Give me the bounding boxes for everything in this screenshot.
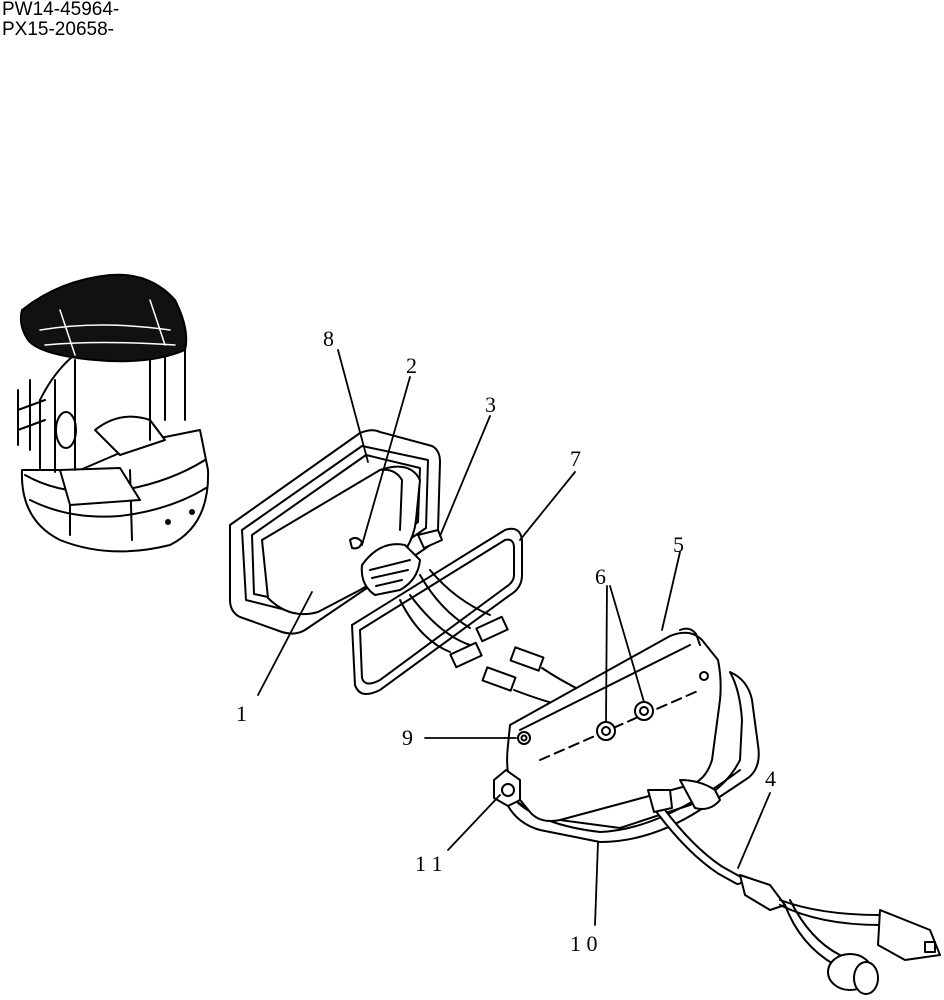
- callout-labels: 8 2 3 7 5 6 4 9 1 1 1 1 0: [236, 326, 776, 956]
- callout-6: 6: [595, 564, 606, 589]
- leader-lines: [257, 349, 771, 926]
- callout-5: 5: [673, 532, 684, 557]
- callout-10: 1 0: [570, 931, 598, 956]
- callout-8: 8: [323, 326, 334, 351]
- wire-harness-part-4: [647, 779, 941, 995]
- callout-4: 4: [765, 766, 776, 791]
- plug-part-9: [517, 731, 531, 745]
- callout-3: 3: [485, 392, 496, 417]
- wire-connectors: [399, 569, 581, 706]
- callout-2: 2: [406, 353, 417, 378]
- gasket-part-7: [351, 527, 523, 695]
- callout-9: 9: [402, 725, 413, 750]
- serial-line-2: PX15-20658-: [2, 19, 114, 40]
- machine-locator-illustration: [17, 273, 210, 553]
- callout-1: 1: [236, 701, 247, 726]
- callout-11: 1 1: [415, 851, 443, 876]
- serial-line-1: PW14-45964-: [2, 0, 120, 20]
- callout-7: 7: [570, 446, 581, 471]
- bulb-part-2: [349, 536, 363, 550]
- serial-number-block: PW14-45964- PX15-20658-: [2, 0, 119, 40]
- screws-part-6: [596, 701, 654, 741]
- adjust-bolt-part-11: [493, 769, 521, 807]
- socket-part-3: [360, 529, 443, 596]
